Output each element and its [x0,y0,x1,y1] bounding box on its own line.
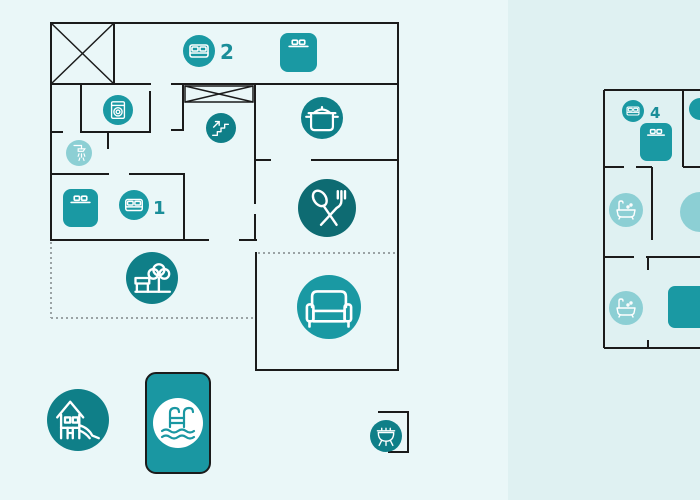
double-bed-icon[interactable] [668,286,700,328]
cutlery-icon[interactable] [298,179,356,237]
double-bed-icon[interactable] [640,123,672,161]
bathtub-icon[interactable] [609,291,643,325]
bedroom-number-4: 4 [650,104,660,122]
double-bed-icon[interactable] [63,189,98,227]
bed-icon[interactable] [622,100,644,122]
adjacent-building-walls [603,89,700,349]
main-building-walls [50,22,399,371]
garden-bench-icon[interactable] [126,252,178,304]
bathtub-icon[interactable] [680,192,700,232]
grill-icon[interactable] [370,420,402,452]
playhouse-slide-icon[interactable] [47,389,109,451]
bedroom-number-2: 2 [220,40,234,64]
cooking-pot-icon[interactable] [301,97,343,139]
double-bed-icon[interactable] [280,33,317,72]
bathtub-icon[interactable] [609,193,643,227]
terrace-boundaries [50,242,398,319]
bed-icon[interactable] [119,190,149,220]
storage-crosses [50,22,254,103]
bed-icon[interactable] [183,35,215,67]
stairs-icon[interactable] [206,113,236,143]
bed-icon[interactable] [689,98,700,120]
grill-enclosure [378,411,409,453]
armchair-icon[interactable] [297,275,361,339]
pool-ladder-icon[interactable] [145,372,211,474]
washing-machine-icon[interactable] [103,95,133,125]
shower-icon[interactable] [66,140,92,166]
bedroom-number-1: 1 [153,198,166,219]
